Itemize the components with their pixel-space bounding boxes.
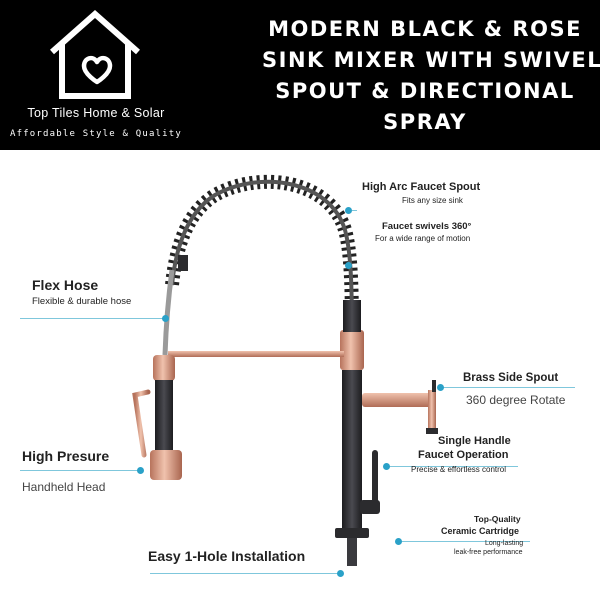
spray-trigger bbox=[132, 389, 151, 458]
top-column bbox=[343, 300, 361, 332]
callout-high-arc-title: High Arc Faucet Spout bbox=[362, 181, 481, 193]
leader-line-high-pressure bbox=[20, 470, 138, 471]
callout-cartridge-sub-2: leak-free performance bbox=[454, 549, 523, 556]
side-spout-arm bbox=[362, 393, 432, 407]
faucet-body bbox=[342, 370, 362, 530]
hose-clip bbox=[178, 255, 188, 271]
callout-cartridge-title-1: Top-Quality bbox=[474, 514, 521, 524]
callout-high-pressure-sub: Handheld Head bbox=[22, 480, 106, 494]
marker-installation bbox=[337, 570, 344, 577]
spray-head-body bbox=[155, 380, 173, 450]
side-spout-neck bbox=[428, 390, 436, 428]
marker-high-pressure bbox=[137, 467, 144, 474]
marker-flex-hose bbox=[162, 315, 169, 322]
holder-arm bbox=[168, 351, 344, 357]
callout-single-handle-title-2: Faucet Operation bbox=[418, 449, 509, 461]
leader-line-high-arc bbox=[352, 210, 357, 211]
callout-installation-title: Easy 1-Hole Installation bbox=[148, 548, 306, 564]
title-line-1: MODERN BLACK & ROSE bbox=[268, 17, 582, 41]
side-spout-lever bbox=[432, 380, 436, 392]
side-spout-tip bbox=[426, 428, 438, 434]
marker-single-handle bbox=[383, 463, 390, 470]
callout-flex-hose-title: Flex Hose bbox=[32, 277, 99, 293]
callout-flex-hose-sub: Flexible & durable hose bbox=[32, 296, 132, 307]
leader-line-flex-hose bbox=[20, 318, 163, 319]
callout-cartridge-sub-1: Long-lasting bbox=[485, 540, 524, 547]
callout-single-handle-title-1: Single Handle bbox=[438, 435, 511, 447]
leader-line-single-handle bbox=[388, 466, 518, 467]
callout-high-arc-sub: Fits any size sink bbox=[402, 196, 463, 205]
callout-side-spout-title: Brass Side Spout bbox=[463, 372, 559, 384]
page-title: MODERN BLACK & ROSE SINK MIXER WITH SWIV… bbox=[262, 14, 600, 138]
mounting-shank bbox=[347, 538, 357, 566]
spray-head-nozzle bbox=[150, 450, 182, 480]
faucet-handle bbox=[372, 450, 378, 510]
marker-side-spout bbox=[437, 384, 444, 391]
spray-head-top bbox=[153, 355, 175, 381]
callout-cartridge-title-2: Ceramic Cartridge bbox=[441, 526, 520, 536]
header-banner: Top Tiles Home & Solar Affordable Style … bbox=[0, 0, 600, 150]
spring-coil bbox=[165, 174, 359, 349]
leader-line-side-spout bbox=[440, 387, 575, 388]
title-line-3: SPOUT & DIRECTIONAL bbox=[275, 79, 575, 103]
brand-name: Top Tiles Home & Solar bbox=[27, 106, 165, 120]
leader-line-installation bbox=[150, 573, 340, 574]
house-heart-icon bbox=[50, 9, 140, 99]
handle-base bbox=[360, 500, 380, 514]
faucet-base bbox=[335, 528, 369, 538]
callout-swivel-title: Faucet swivels 360° bbox=[382, 221, 472, 232]
title-line-4: SPRAY bbox=[383, 110, 467, 134]
leader-line-cartridge bbox=[400, 541, 530, 542]
callout-side-spout-sub: 360 degree Rotate bbox=[466, 393, 566, 407]
upper-collar bbox=[340, 330, 364, 370]
marker-swivel bbox=[345, 262, 352, 269]
marker-high-arc bbox=[345, 207, 352, 214]
title-line-2: SINK MIXER WITH SWIVEL bbox=[262, 48, 600, 72]
marker-cartridge bbox=[395, 538, 402, 545]
flex-hose bbox=[162, 269, 175, 356]
brand-tagline: Affordable Style & Quality bbox=[9, 129, 183, 139]
callout-high-pressure-title: High Presure bbox=[22, 448, 110, 464]
callout-single-handle-sub: Precise & effortless control bbox=[411, 465, 507, 474]
callout-swivel-sub: For a wide range of motion bbox=[375, 234, 471, 243]
